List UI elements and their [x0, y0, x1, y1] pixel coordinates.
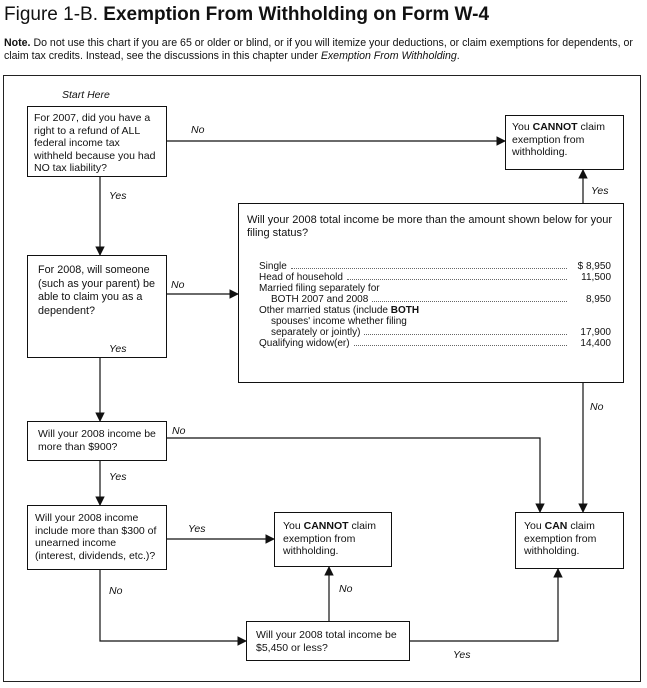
result-text-post: claim exemption from withholding.: [512, 121, 605, 158]
note-label: Note.: [4, 37, 31, 49]
result-text-post: claim exemption from withholding.: [283, 520, 376, 557]
edge-q4-no: [99, 570, 247, 646]
question-refund-2007: For 2007, did you have a right to a refu…: [27, 106, 167, 177]
filing-row: Married filing separately for: [259, 283, 380, 294]
note-paragraph: Note. Do not use this chart if you are 6…: [4, 37, 634, 63]
question-income-5450: Will your 2008 total income be $5,450 or…: [246, 621, 410, 661]
result-cannot-claim-middle: You CANNOT claim exemption from withhold…: [274, 512, 392, 567]
result-text-post: claim exemption from withholding.: [524, 520, 597, 557]
question-unearned-income: Will your 2008 income include more than …: [27, 505, 167, 570]
edge-label-yes: Yes: [591, 185, 609, 197]
result-can-claim: You CAN claim exemption from withholding…: [515, 512, 624, 569]
question-income-900: Will your 2008 income be more than $900?: [27, 421, 167, 461]
filing-question-text: Will your 2008 total income be more than…: [247, 214, 613, 239]
filing-row: spouses' income whether filing: [271, 316, 407, 327]
filing-row: Other married status (include BOTH: [259, 305, 420, 316]
note-reference: Exemption From Withholding: [320, 50, 457, 62]
result-text-pre: You: [524, 520, 542, 532]
edge-label-no: No: [171, 279, 185, 291]
filing-row: Single$ 8,950: [259, 261, 611, 272]
result-text-bold: CAN: [544, 520, 568, 532]
question-filing-status: Will your 2008 total income be more than…: [238, 203, 624, 383]
result-text-bold: CANNOT: [303, 520, 349, 532]
edge-label-no: No: [590, 401, 604, 413]
figure-title: Figure 1-B. Exemption From Withholding o…: [4, 4, 489, 26]
note-end: .: [456, 50, 460, 62]
result-text-pre: You: [283, 520, 301, 532]
edge-label-no: No: [339, 583, 353, 595]
result-text-bold: CANNOT: [532, 121, 578, 133]
edge-label-yes: Yes: [453, 649, 471, 661]
filing-row: separately or jointly)17,900: [271, 327, 611, 338]
note-text: Do not use this chart if you are 65 or o…: [4, 37, 633, 62]
edge-q5-yes: [410, 568, 563, 642]
edge-label-yes: Yes: [188, 523, 206, 535]
filing-row: Qualifying widow(er)14,400: [259, 338, 611, 349]
edge-label-yes: Yes: [109, 190, 127, 202]
edge-label-no: No: [109, 585, 123, 597]
result-cannot-claim-top: You CANNOT claim exemption from withhold…: [505, 115, 624, 170]
result-text-pre: You: [512, 121, 530, 133]
figure-heading: Exemption From Withholding on Form W-4: [103, 4, 490, 25]
edge-label-no: No: [191, 124, 205, 136]
edge-q3-no: [167, 437, 545, 513]
edge-label-yes: Yes: [109, 343, 127, 355]
edge-label-no: No: [172, 425, 186, 437]
edge-label-yes: Yes: [109, 471, 127, 483]
flowchart-frame: [3, 75, 641, 682]
start-label: Start Here: [62, 89, 110, 101]
question-dependent-2008: For 2008, will someone (such as your par…: [27, 255, 167, 358]
figure-number: Figure 1-B.: [4, 4, 98, 25]
